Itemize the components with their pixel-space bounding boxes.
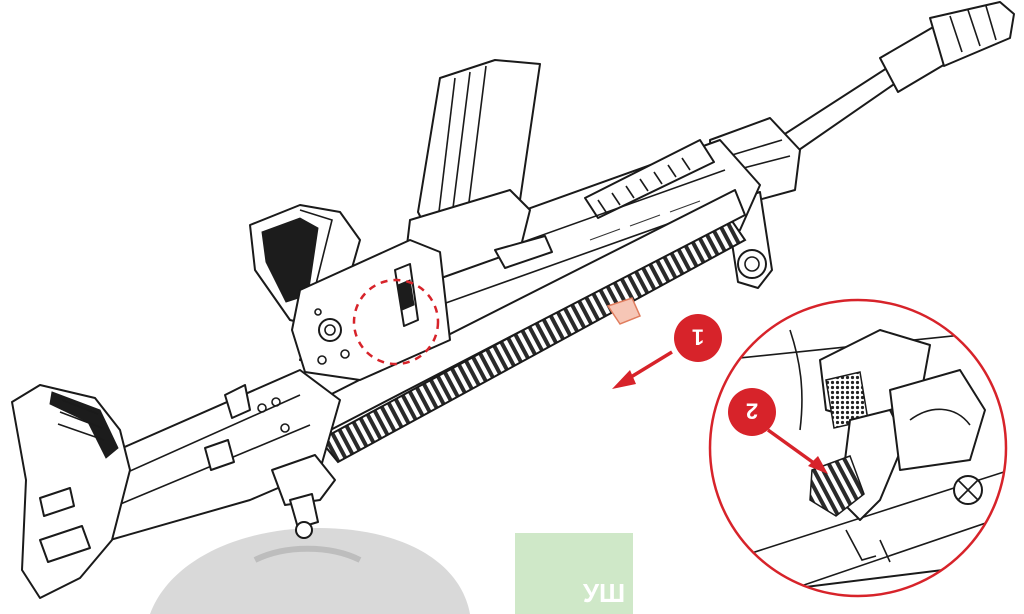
watermark-text: УШ	[583, 578, 625, 608]
highlight-circle	[352, 278, 440, 366]
sling-swivel	[271, 454, 336, 539]
barrel	[759, 1, 1015, 171]
callout-arrow-2	[766, 428, 828, 474]
pin-part	[606, 297, 642, 325]
rifle-illustration	[11, 1, 1015, 599]
callout-badge-2: 2	[728, 388, 776, 436]
zoom-inset	[708, 298, 1008, 598]
callout-arrow-1	[612, 350, 673, 389]
lower-receiver	[291, 239, 451, 381]
helmet-shape	[150, 528, 470, 614]
callout-label-2: 2	[746, 399, 758, 424]
charging-handle	[224, 384, 251, 419]
buttstock	[11, 384, 131, 599]
callout-badge-1: 1	[674, 314, 722, 362]
watermark: УШ	[515, 533, 633, 614]
callout-label-1: 1	[692, 325, 704, 350]
